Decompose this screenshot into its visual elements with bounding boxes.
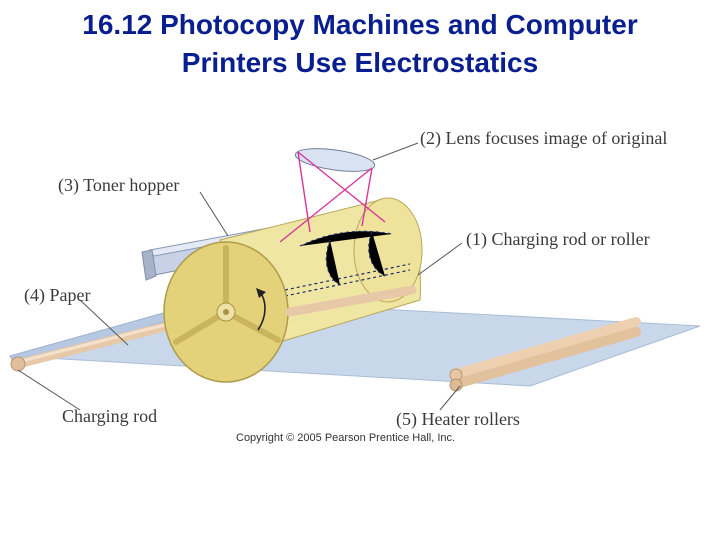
label-charging-roller: (1) Charging rod or roller bbox=[466, 228, 650, 250]
drum-axle-center bbox=[223, 309, 229, 315]
charging-rod-end bbox=[11, 357, 25, 371]
label-lens: (2) Lens focuses image of original bbox=[420, 127, 667, 149]
label-heater-rollers: (5) Heater rollers bbox=[396, 408, 520, 430]
label-charging-rod: Charging rod bbox=[62, 405, 157, 427]
label-toner-hopper: (3) Toner hopper bbox=[58, 174, 179, 196]
heater-roller-end-bottom bbox=[450, 379, 462, 391]
label-paper: (4) Paper bbox=[24, 284, 90, 306]
copyright-notice: Copyright © 2005 Pearson Prentice Hall, … bbox=[236, 432, 455, 444]
lens bbox=[294, 145, 376, 176]
